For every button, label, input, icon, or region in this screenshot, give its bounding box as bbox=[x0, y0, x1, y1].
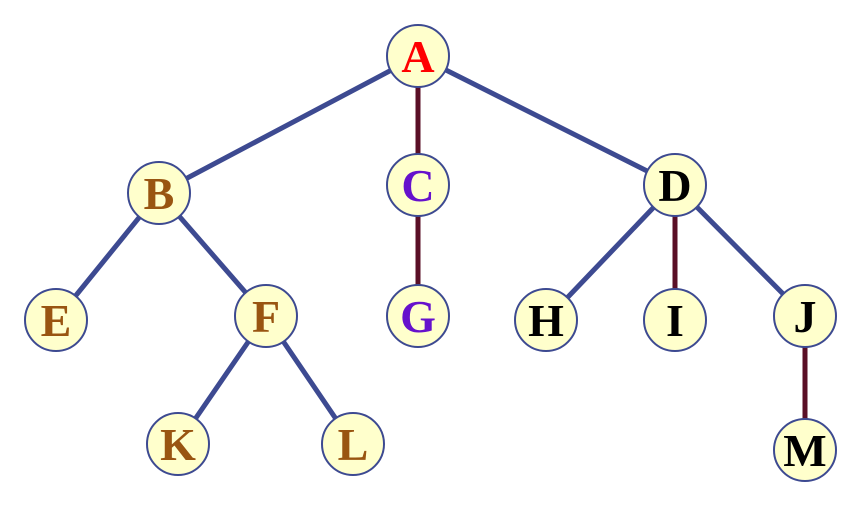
tree-nodes: A B C D E F G H I J K L M bbox=[24, 24, 837, 482]
node-circle bbox=[127, 161, 191, 225]
node-circle bbox=[514, 288, 578, 352]
node-label: A bbox=[401, 31, 434, 82]
node-circle bbox=[643, 153, 707, 217]
node-label: C bbox=[401, 160, 434, 211]
node-label: I bbox=[666, 295, 684, 346]
node-circle bbox=[234, 284, 298, 348]
node-label: K bbox=[160, 419, 196, 470]
node-label: B bbox=[144, 168, 175, 219]
node-circle bbox=[146, 412, 210, 476]
node-f: F bbox=[234, 284, 298, 348]
node-d: D bbox=[643, 153, 707, 217]
node-label: L bbox=[338, 419, 369, 470]
node-e: E bbox=[24, 288, 88, 352]
node-j: J bbox=[773, 284, 837, 348]
node-circle bbox=[321, 412, 385, 476]
node-i: I bbox=[643, 288, 707, 352]
edge-a-b bbox=[156, 53, 421, 196]
node-label: D bbox=[658, 160, 691, 211]
node-b: B bbox=[127, 161, 191, 225]
node-label: G bbox=[400, 291, 436, 342]
node-label: E bbox=[41, 295, 72, 346]
node-circle bbox=[773, 418, 837, 482]
node-c: C bbox=[386, 153, 450, 217]
node-label: J bbox=[794, 291, 817, 342]
node-m: M bbox=[773, 418, 837, 482]
node-label: M bbox=[783, 425, 826, 476]
node-a: A bbox=[386, 24, 450, 88]
node-l: L bbox=[321, 412, 385, 476]
node-circle bbox=[643, 288, 707, 352]
node-k: K bbox=[146, 412, 210, 476]
node-h: H bbox=[514, 288, 578, 352]
node-circle bbox=[24, 288, 88, 352]
node-circle bbox=[386, 284, 450, 348]
node-circle bbox=[386, 24, 450, 88]
node-g: G bbox=[386, 284, 450, 348]
tree-edges bbox=[53, 53, 808, 453]
edge-a-d bbox=[415, 53, 678, 188]
node-circle bbox=[386, 153, 450, 217]
node-circle bbox=[773, 284, 837, 348]
node-label: F bbox=[252, 291, 280, 342]
node-label: H bbox=[528, 295, 564, 346]
